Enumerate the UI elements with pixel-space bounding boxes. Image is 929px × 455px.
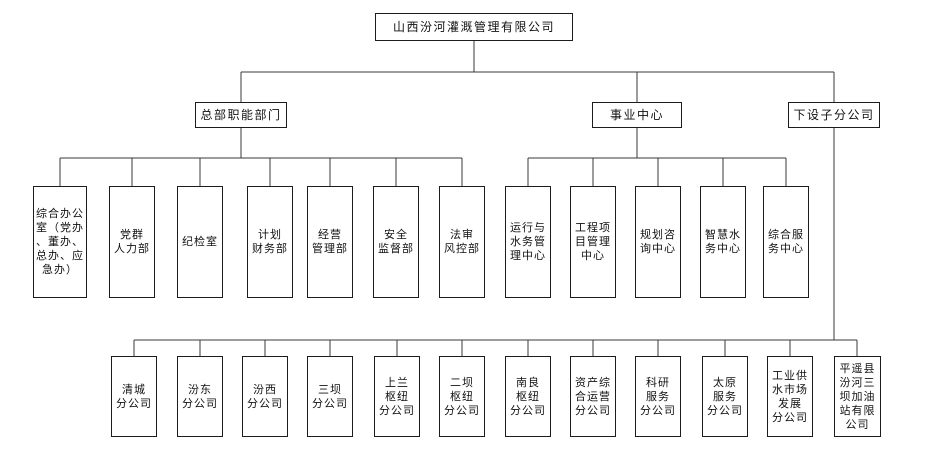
org-node-planning-finance-dept: 计划 财务部	[247, 186, 293, 298]
org-node-shanglan-hub-branch: 上兰 枢纽 分公司	[374, 356, 420, 437]
org-node-asset-operation-branch: 资产综 合运营 分公司	[570, 356, 616, 437]
org-node-safety-supervision-dept: 安全 监督部	[373, 186, 419, 298]
org-node-legal-risk-dept: 法审 风控部	[439, 186, 485, 298]
org-node-pingyao-gas-station-company: 平遥县 汾河三 坝加油 站有限 公司	[834, 356, 881, 437]
org-node-discipline-office: 纪检室	[177, 186, 223, 298]
org-node-party-hr-dept: 党群 人力部	[109, 186, 155, 298]
org-node-fenxi-branch: 汾西 分公司	[242, 356, 288, 437]
org-node-smart-water-center: 智慧水 务中心	[700, 186, 746, 298]
org-node-hq-departments: 总部职能部门	[195, 102, 287, 128]
org-node-planning-consulting-center: 规划咨 询中心	[635, 186, 681, 298]
org-node-fendong-branch: 汾东 分公司	[177, 356, 223, 437]
org-node-operations-mgmt-dept: 经营 管理部	[307, 186, 353, 298]
org-node-qingcheng-branch: 清城 分公司	[111, 356, 157, 437]
org-node-subsidiaries: 下设子分公司	[788, 102, 880, 128]
org-node-research-service-branch: 科研 服务 分公司	[635, 356, 681, 437]
org-node-taiyuan-service-branch: 太原 服务 分公司	[702, 356, 748, 437]
org-node-comprehensive-service-center: 综合服 务中心	[763, 186, 809, 298]
org-node-sanba-branch: 三坝 分公司	[307, 356, 353, 437]
org-node-industrial-water-branch: 工业供 水市场 发展 分公司	[767, 356, 813, 437]
org-node-root: 山西汾河灌溉管理有限公司	[375, 13, 573, 41]
org-node-project-mgmt-center: 工程项 目管理 中心	[570, 186, 616, 298]
org-node-business-center: 事业中心	[592, 102, 682, 128]
org-node-nanliang-hub-branch: 南良 枢纽 分公司	[505, 356, 551, 437]
org-node-general-office: 综合办公 室（党办 、董办、 总办、应 急办）	[33, 186, 87, 298]
org-node-erba-hub-branch: 二坝 枢纽 分公司	[439, 356, 485, 437]
org-node-operation-water-mgmt-center: 运行与 水务管 理中心	[505, 186, 551, 298]
